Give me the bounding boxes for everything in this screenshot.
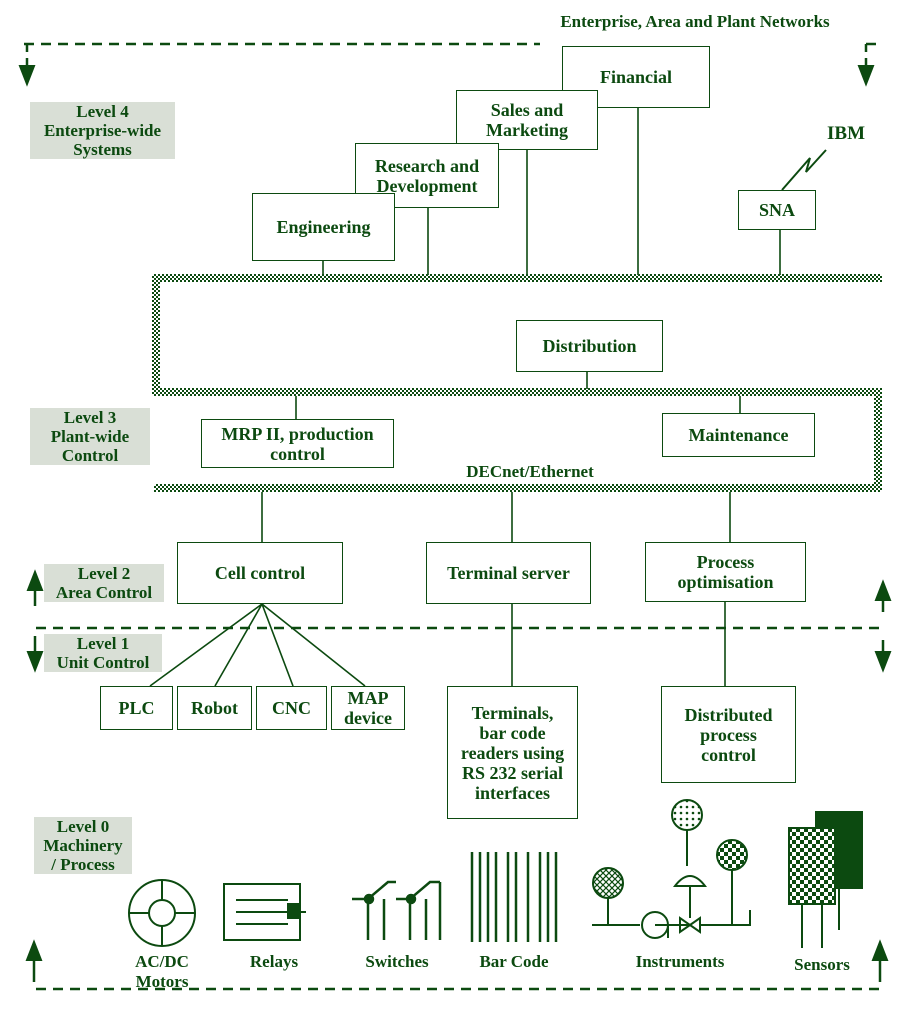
switches-label: Switches xyxy=(365,952,429,971)
distributed-process-control-box: Distributed process control xyxy=(661,686,796,783)
motor-icon xyxy=(128,879,196,947)
sna-box: SNA xyxy=(738,190,816,230)
enterprise-network-line xyxy=(24,42,878,74)
decnet-ethernet-label: DECnet/Ethernet xyxy=(466,462,594,481)
motors-label: AC/DC Motors xyxy=(135,952,189,991)
arrow-up-icon xyxy=(874,579,892,612)
level-4-label: Level 4 Enterprise-wide Systems xyxy=(30,102,175,159)
level-3-label: Level 3 Plant-wide Control xyxy=(30,408,150,465)
distribution-box: Distribution xyxy=(516,320,663,372)
arrow-down-icon xyxy=(874,640,892,673)
level-0-label: Level 0 Machinery / Process xyxy=(34,817,132,874)
ibm-label: IBM xyxy=(827,123,865,144)
connector-line xyxy=(149,603,366,687)
switches-icon xyxy=(352,880,442,940)
bar-code-label: Bar Code xyxy=(479,952,549,971)
map-device-box: MAP device xyxy=(331,686,405,730)
arrow-up-icon xyxy=(25,939,43,982)
research-development-box: Research and Development xyxy=(355,143,499,208)
bar-code-icon xyxy=(470,852,558,942)
cell-control-box: Cell control xyxy=(177,542,343,604)
mrp-production-control-box: MRP II, production control xyxy=(201,419,394,468)
sales-marketing-box: Sales and Marketing xyxy=(456,90,598,150)
maintenance-box: Maintenance xyxy=(662,413,815,457)
sensors-icon xyxy=(788,811,863,948)
level-1-label: Level 1 Unit Control xyxy=(44,634,162,672)
arrow-up-icon xyxy=(26,569,44,606)
arrow-up-icon xyxy=(871,939,889,982)
terminals-box: Terminals, bar code readers using RS 232… xyxy=(447,686,578,819)
enterprise-network-label: Enterprise, Area and Plant Networks xyxy=(560,12,830,31)
terminal-server-box: Terminal server xyxy=(426,542,591,604)
arrow-down-icon xyxy=(26,636,44,673)
instruments-icon xyxy=(592,799,751,939)
cnc-box: CNC xyxy=(256,686,327,730)
ibm-link-lightning xyxy=(781,149,827,191)
level-2-label: Level 2 Area Control xyxy=(44,564,164,602)
engineering-box: Engineering xyxy=(252,193,395,261)
process-optimisation-box: Process optimisation xyxy=(645,542,806,602)
relay-icon xyxy=(223,883,306,941)
arrow-down-icon xyxy=(18,65,36,87)
robot-box: Robot xyxy=(177,686,252,730)
arrow-down-icon xyxy=(857,65,875,87)
financial-box: Financial xyxy=(562,46,710,108)
decnet-ethernet-bus xyxy=(152,274,882,492)
sensors-label: Sensors xyxy=(794,955,850,974)
plc-box: PLC xyxy=(100,686,173,730)
relays-label: Relays xyxy=(249,952,299,971)
instruments-label: Instruments xyxy=(635,952,725,971)
